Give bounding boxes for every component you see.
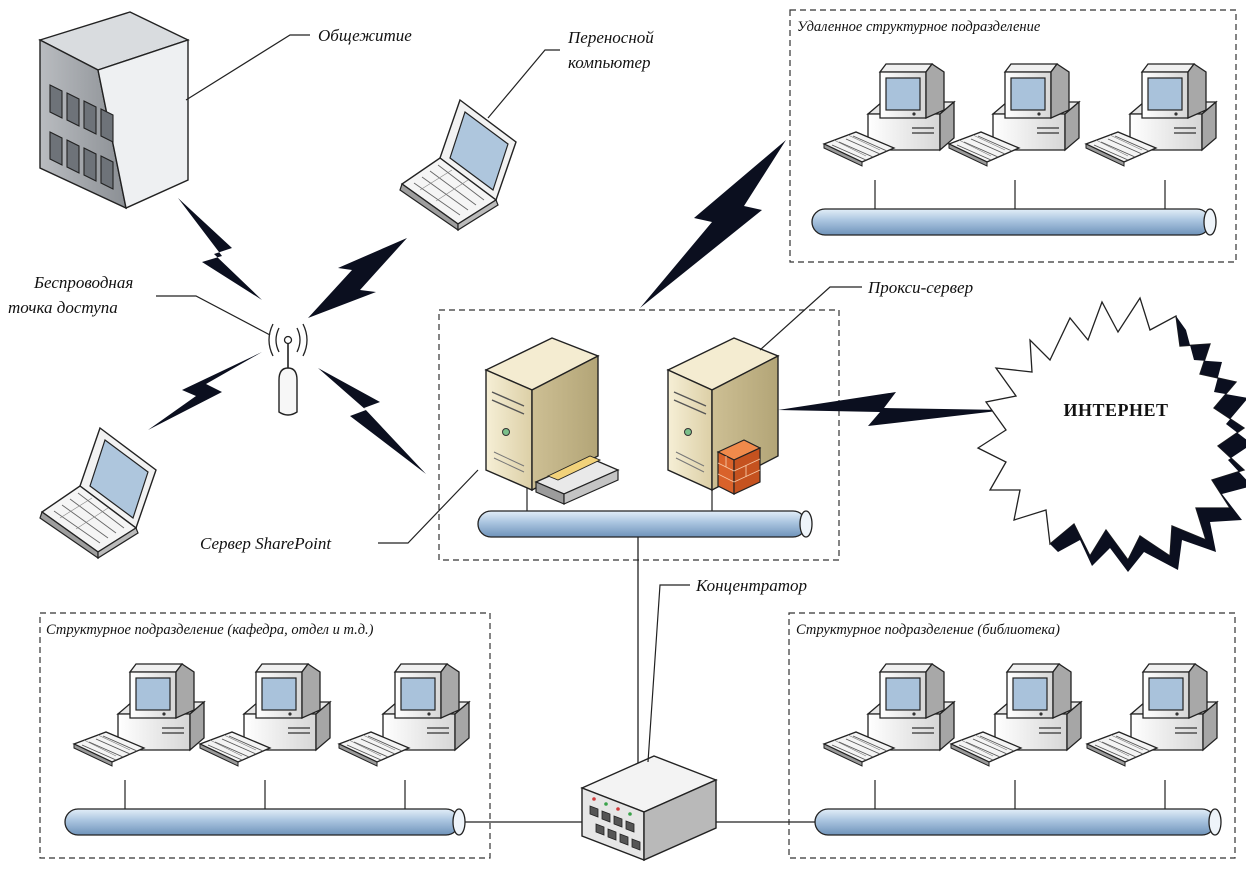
- department-group-title: Структурное подразделение (кафедра, отде…: [46, 622, 374, 638]
- wireless-access-point-icon: [268, 323, 308, 416]
- lightning-proxy-internet-icon: [778, 392, 1006, 426]
- department-group-box: [39, 612, 491, 859]
- server-group-box: [438, 309, 840, 561]
- dormitory-label: Общежитие: [318, 26, 412, 45]
- library-pc-1-icon: [823, 663, 955, 767]
- library-group-title: Структурное подразделение (библиотека): [796, 622, 1060, 638]
- callout-lines: [156, 34, 862, 763]
- lightning-dorm-wap-icon: [178, 198, 262, 300]
- remote-bus-cable: [811, 208, 1217, 236]
- department-bus-cable: [64, 808, 466, 836]
- remote-group-title: Удаленное структурное подразделение: [797, 19, 1041, 35]
- proxy-server-label: Прокси-сервер: [867, 278, 973, 297]
- library-pc-3-icon: [1086, 663, 1218, 767]
- dormitory-building-icon: [38, 11, 190, 210]
- remote-pc-3-icon: [1085, 63, 1217, 167]
- server-bus-cable: [477, 510, 813, 538]
- department-pc-3-icon: [338, 663, 470, 767]
- lightning-laptop-wap-icon: [308, 238, 407, 318]
- laptop-label-line1: Переносной: [567, 28, 654, 47]
- lightning-server-remote-icon: [640, 140, 786, 308]
- remote-pc-2-icon: [948, 63, 1080, 167]
- hub-concentrator-icon: [580, 755, 718, 862]
- department-pc-2-icon: [199, 663, 331, 767]
- wireless-laptop-icon: [39, 427, 157, 559]
- internet-cloud-icon: ИНТЕРНЕТ: [976, 296, 1246, 572]
- library-group-box: [788, 612, 1236, 859]
- sharepoint-server-icon: [484, 337, 620, 505]
- internet-label: ИНТЕРНЕТ: [1063, 400, 1168, 420]
- sharepoint-server-label: Сервер SharePoint: [200, 534, 332, 553]
- hub-label: Концентратор: [695, 576, 807, 595]
- wap-label-line1: Беспроводная: [33, 273, 133, 292]
- library-pc-2-icon: [950, 663, 1082, 767]
- library-bus-cable: [814, 808, 1222, 836]
- firewall-icon: [716, 439, 762, 495]
- department-pc-1-icon: [73, 663, 205, 767]
- lightning-wap-laptop-icon: [148, 352, 262, 430]
- proxy-server-icon: [666, 337, 780, 492]
- laptop-label-line2: компьютер: [568, 53, 651, 72]
- remote-pc-1-icon: [823, 63, 955, 167]
- lightning-wap-server-icon: [318, 368, 426, 474]
- portable-laptop-icon: [399, 99, 517, 231]
- wap-label-line2: точка доступа: [8, 298, 118, 317]
- remote-group-box: [789, 9, 1237, 263]
